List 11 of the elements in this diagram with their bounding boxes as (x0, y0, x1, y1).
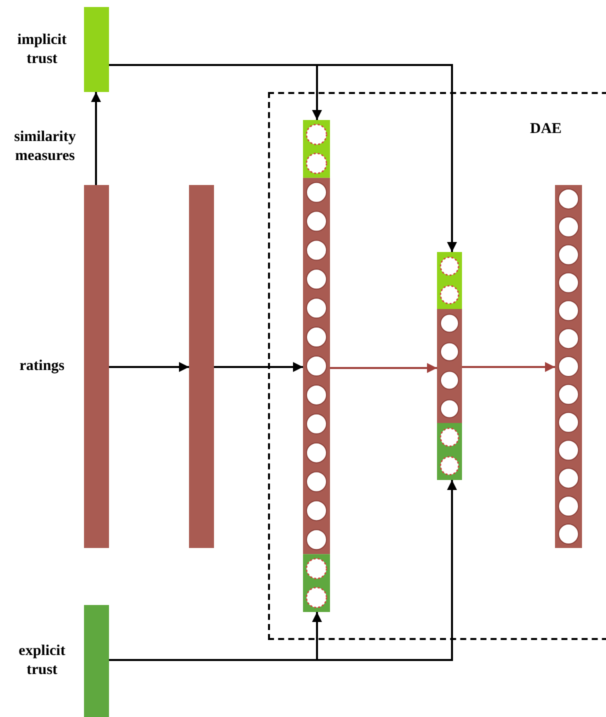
bar-label: explicit trust (18, 642, 66, 680)
arrow (462, 362, 555, 372)
frame-title: DAE (530, 120, 562, 139)
bar-label: ratings (18, 357, 66, 376)
arrow (91, 92, 101, 185)
bar-label: implicit trust (16, 30, 68, 68)
edge-label: similarity measures (13, 128, 77, 166)
arrow (109, 362, 189, 372)
arrow (214, 362, 303, 372)
arrow (330, 363, 437, 373)
bar (189, 185, 214, 548)
